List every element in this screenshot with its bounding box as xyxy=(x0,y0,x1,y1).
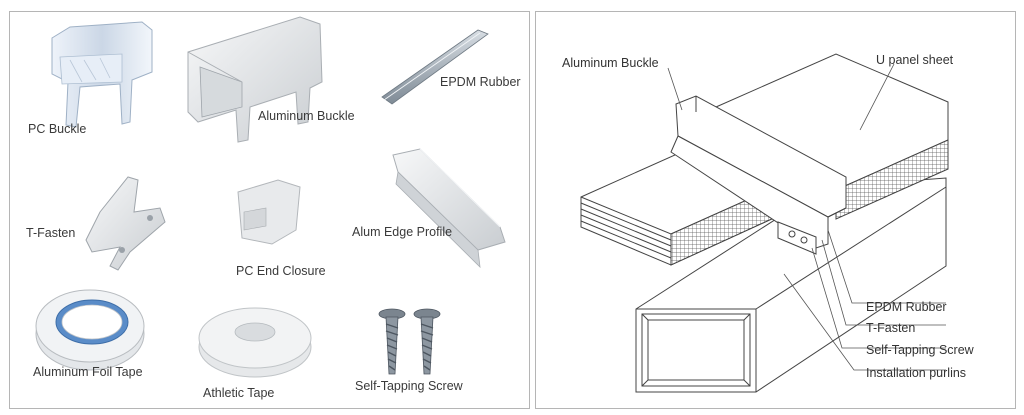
callout-u-panel-sheet: U panel sheet xyxy=(876,53,954,67)
purlin-shape xyxy=(635,177,947,393)
label-alum-edge-profile: Alum Edge Profile xyxy=(352,225,453,239)
athletic-tape-image xyxy=(198,307,312,378)
products-illustrations xyxy=(35,16,506,378)
t-fasten-image xyxy=(85,176,166,271)
aluminum-buckle-image xyxy=(187,16,323,143)
label-t-fasten: T-Fasten xyxy=(26,226,76,240)
products-panel: PC Buckle Aluminum Buckle EPDM Rubber T-… xyxy=(9,11,530,409)
label-self-tapping-screw: Self-Tapping Screw xyxy=(355,379,463,393)
aluminum-foil-tape-image xyxy=(35,289,145,371)
label-epdm-rubber: EPDM Rubber xyxy=(440,75,521,89)
installation-diagram xyxy=(580,53,949,393)
pc-end-closure-image xyxy=(237,179,301,245)
epdm-rubber-image xyxy=(381,29,489,105)
aluminum-buckle-shape xyxy=(670,95,847,249)
installation-diagram-panel: Aluminum Buckle U panel sheet EPDM Rubbe… xyxy=(535,11,1016,409)
alum-edge-profile-image xyxy=(392,148,506,269)
label-aluminum-buckle: Aluminum Buckle xyxy=(258,109,355,123)
pc-buckle-image xyxy=(51,21,153,128)
callout-aluminum-buckle: Aluminum Buckle xyxy=(562,56,659,70)
label-athletic-tape: Athletic Tape xyxy=(203,386,275,400)
t-fasten-shape xyxy=(777,221,817,255)
label-aluminum-foil-tape: Aluminum Foil Tape xyxy=(33,365,143,379)
callout-installation-purlins: Installation purlins xyxy=(866,366,967,380)
callout-self-tapping-screw: Self-Tapping Screw xyxy=(866,343,974,357)
callout-lines xyxy=(667,63,946,371)
callout-t-fasten: T-Fasten xyxy=(866,321,916,335)
label-pc-buckle: PC Buckle xyxy=(28,122,87,136)
label-pc-end-closure: PC End Closure xyxy=(236,264,326,278)
self-tapping-screw-image xyxy=(378,308,441,375)
callout-epdm-rubber: EPDM Rubber xyxy=(866,300,947,314)
